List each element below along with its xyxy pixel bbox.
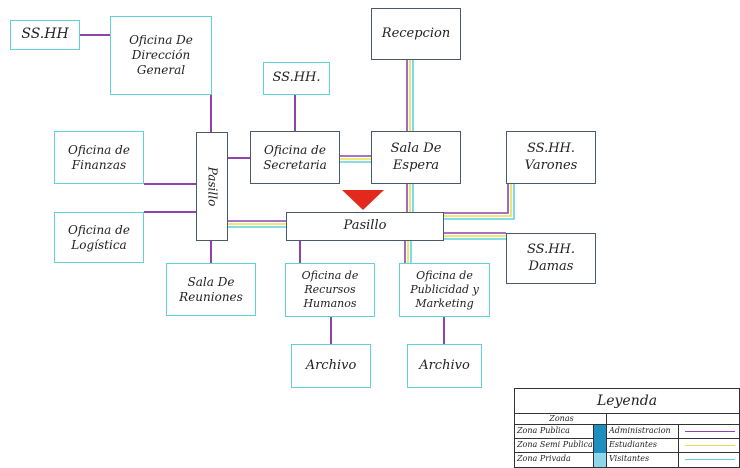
node-label: Oficina de Recursos Humanos <box>301 269 359 310</box>
node-label: Archivo <box>419 357 470 373</box>
legend-zonas-header: Zonas <box>515 413 607 425</box>
node-label: Oficina de Logística <box>68 222 130 252</box>
node-direccion-general: Oficina De Dirección General <box>110 16 212 95</box>
node-label: Sala De Espera <box>390 141 442 173</box>
legend-swatch-privada <box>593 453 607 467</box>
legend-line-cell-visitors <box>679 453 740 467</box>
node-secretaria: Oficina de Secretaria <box>250 131 340 184</box>
node-label: Pasillo <box>205 166 220 207</box>
legend-zone-semi-publica: Zona Semi Publica <box>515 439 593 453</box>
node-sshh-varones: SS.HH. Varones <box>506 131 596 184</box>
legend-swatch-semi-publica <box>593 439 607 453</box>
node-logistica: Oficina de Logística <box>54 212 144 263</box>
legend-user-admin: Administracion <box>607 425 679 439</box>
node-sshh-top-left: SS.HH <box>10 20 80 50</box>
connector-pasillo-publicidad <box>404 241 412 263</box>
entrance-arrow-icon <box>342 190 384 210</box>
node-label: Oficina de Secretaria <box>263 142 327 172</box>
connector-espera-pasillo <box>406 184 414 212</box>
connector-recepcion-espera <box>406 60 414 131</box>
legend-title: Leyenda <box>515 389 739 414</box>
legend-line-admin <box>685 431 735 432</box>
node-archivo-right: Archivo <box>407 344 482 388</box>
node-finanzas: Oficina de Finanzas <box>54 131 144 184</box>
node-pasillo-vertical: Pasillo <box>196 132 228 241</box>
connector-pasillo-varones <box>444 184 515 220</box>
node-label: SS.HH <box>21 26 69 43</box>
node-recursos-humanos: Oficina de Recursos Humanos <box>285 263 375 317</box>
legend-zone-privada: Zona Privada <box>517 454 571 463</box>
node-sala-espera: Sala De Espera <box>371 131 461 184</box>
node-label: Oficina De Dirección General <box>129 33 193 77</box>
node-label: Oficina de Finanzas <box>68 142 130 172</box>
node-label: Sala De Reuniones <box>179 274 243 304</box>
node-pasillo-horizontal: Pasillo <box>286 212 444 241</box>
node-recepcion: Recepcion <box>371 8 461 60</box>
node-label: SS.HH. Varones <box>524 141 578 173</box>
node-archivo-left: Archivo <box>291 344 371 388</box>
node-sshh-mid: SS.HH. <box>263 62 330 95</box>
connector-secretaria-espera <box>340 155 371 163</box>
connector-pasillo-damas <box>444 232 506 240</box>
connector-pasillos <box>228 220 286 228</box>
legend-zone-publica: Zona Publica <box>515 425 593 439</box>
node-label: SS.HH. Damas <box>526 242 576 274</box>
legend-header-blank <box>607 413 740 425</box>
legend-line-students <box>685 445 735 446</box>
legend-swatch-publica <box>593 425 607 439</box>
legend-user-visitors: Visitantes <box>607 453 679 467</box>
legend-line-visitors <box>685 459 735 460</box>
node-label: SS.HH. <box>272 70 321 86</box>
legend-user-students: Estudiantes <box>607 439 679 453</box>
node-sshh-damas: SS.HH. Damas <box>506 233 596 284</box>
node-label: Oficina de Publicidad y Marketing <box>410 269 479 310</box>
node-label: Recepcion <box>381 25 451 41</box>
legend-line-cell-admin <box>679 425 740 439</box>
node-label: Archivo <box>305 357 357 373</box>
node-label: Pasillo <box>343 218 387 234</box>
node-sala-reuniones: Sala De Reuniones <box>166 263 256 316</box>
node-publicidad-marketing: Oficina de Publicidad y Marketing <box>399 263 490 317</box>
legend-line-cell-students <box>679 439 740 453</box>
legend: Leyenda Zonas Zona Publica Zona Semi Pub… <box>514 388 740 468</box>
